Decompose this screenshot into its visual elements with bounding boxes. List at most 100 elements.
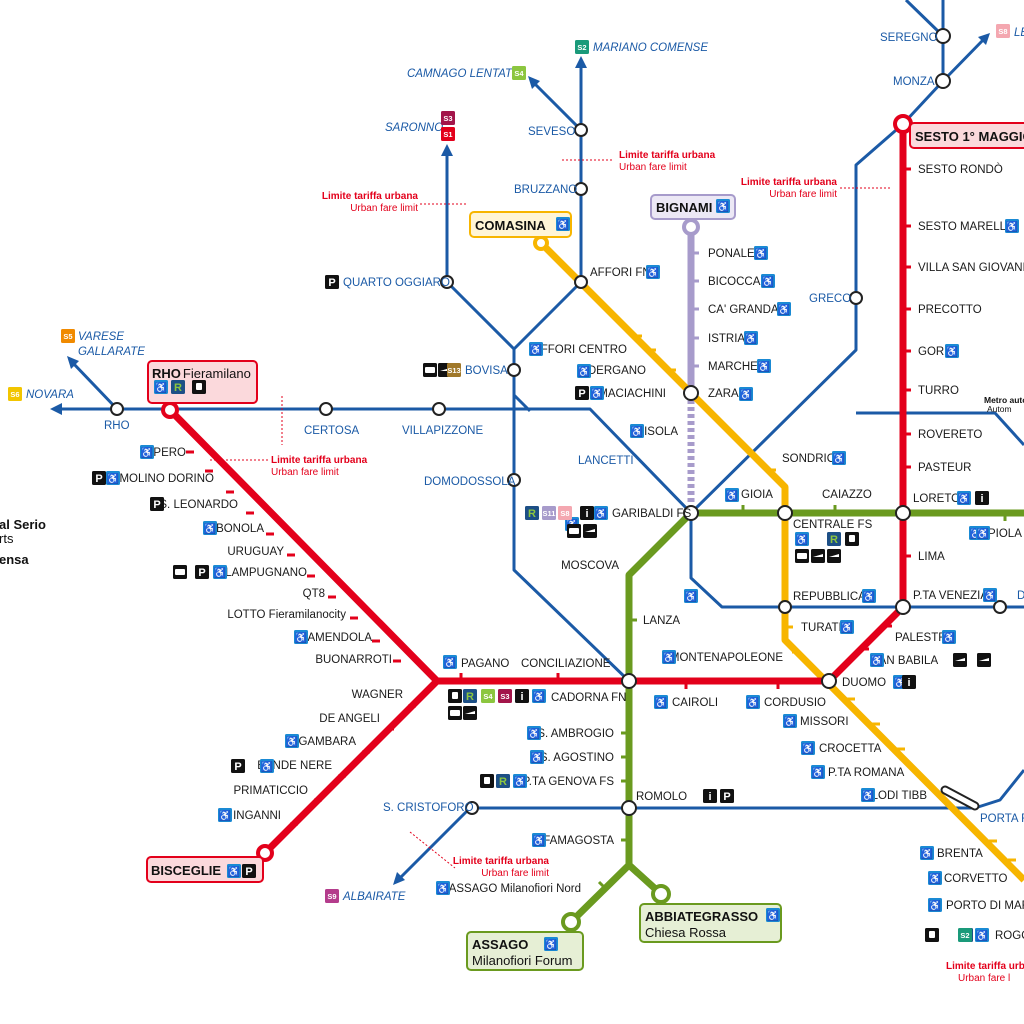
station-caiazzo[interactable]: CAIAZZO	[822, 489, 872, 501]
rail-station-villapizzone[interactable]: VILLAPIZZONE	[402, 425, 483, 437]
rail-station-bovisa[interactable]: BOVISA	[465, 365, 508, 377]
station-amendola[interactable]: AMENDOLA	[307, 632, 372, 644]
dest-gallarate[interactable]: GALLARATE	[78, 346, 145, 358]
station-corvetto[interactable]: CORVETTO	[944, 873, 1008, 885]
rail-station-bruzzano[interactable]: BRUZZANO	[514, 184, 577, 196]
station-cairoli[interactable]: CAIROLI	[672, 697, 718, 709]
station-duomo[interactable]: DUOMO	[842, 677, 886, 689]
station-sesto-marelli[interactable]: SESTO MARELLI	[918, 221, 1009, 233]
node-centrale[interactable]	[777, 505, 793, 521]
station-missori[interactable]: MISSORI	[800, 716, 849, 728]
station-ponale[interactable]: PONALE	[708, 248, 755, 260]
node-bruzzano[interactable]	[574, 182, 588, 196]
node-s-cristoforo[interactable]	[465, 801, 479, 815]
station-gioia[interactable]: GIOIA	[741, 489, 773, 501]
node-rho[interactable]	[110, 402, 124, 416]
node-quarto-oggiaro[interactable]	[440, 275, 454, 289]
dest-varese[interactable]: VARESE	[78, 331, 124, 343]
station-pasteur[interactable]: PASTEUR	[918, 462, 971, 474]
station-montenapoleone[interactable]: MONTENAPOLEONE	[670, 652, 783, 664]
station-lotto[interactable]: LOTTO Fieramilanocity	[227, 609, 346, 621]
node-cadorna[interactable]	[621, 673, 637, 689]
rail-station-porta-romana[interactable]: PORTA R	[980, 813, 1024, 825]
dest-le[interactable]: LE	[1014, 27, 1024, 39]
node-certosa[interactable]	[319, 402, 333, 416]
station-bonola[interactable]: BONOLA	[216, 523, 264, 535]
station-bande-nere[interactable]: BANDE NERE	[257, 760, 332, 772]
station-turro[interactable]: TURRO	[918, 385, 959, 397]
station-de-angeli[interactable]: DE ANGELI	[319, 713, 380, 725]
station-lodi[interactable]: LODI TIBB	[872, 790, 928, 802]
station-precotto[interactable]: PRECOTTO	[918, 304, 982, 316]
station-molino-dorino[interactable]: MOLINO DORINO	[119, 473, 214, 485]
terminal-sesto[interactable]	[893, 114, 913, 134]
terminal-assago[interactable]	[561, 912, 581, 932]
station-s-agostino[interactable]: S. AGOSTINO	[540, 752, 614, 764]
station-dergano[interactable]: DERGANO	[588, 365, 646, 377]
station-isola[interactable]: ISOLA	[644, 426, 678, 438]
rail-station-monza[interactable]: MONZA	[893, 76, 935, 88]
rail-station-venezia-edge[interactable]: D	[1017, 590, 1024, 602]
station-garibaldi[interactable]: GARIBALDI FS	[612, 508, 692, 520]
station-centrale[interactable]: CENTRALE FS	[793, 519, 873, 531]
station-pero[interactable]: PERO	[153, 447, 186, 459]
rail-station-quarto-oggiaro[interactable]: QUARTO OGGIARO	[343, 277, 450, 289]
station-romolo[interactable]: ROMOLO	[636, 791, 687, 803]
rail-station-certosa[interactable]: CERTOSA	[304, 425, 360, 437]
station-pagano[interactable]: PAGANO	[461, 658, 509, 670]
station-pta-venezia[interactable]: P.TA VENEZIA	[913, 590, 988, 602]
station-marche[interactable]: MARCHE	[708, 361, 758, 373]
node-bovisa[interactable]	[507, 363, 521, 377]
node-seveso[interactable]	[574, 123, 588, 137]
station-affori-fn[interactable]: AFFORI FN	[590, 267, 651, 279]
station-buonarroti[interactable]: BUONARROTI	[315, 654, 392, 666]
station-palestro[interactable]: PALESTRO	[895, 632, 956, 644]
node-monza[interactable]	[935, 73, 951, 89]
station-lima[interactable]: LIMA	[918, 551, 945, 563]
station-cordusio[interactable]: CORDUSIO	[764, 697, 826, 709]
station-brenta[interactable]: BRENTA	[937, 848, 983, 860]
node-villapizzone[interactable]	[432, 402, 446, 416]
comasina-box[interactable]	[469, 211, 572, 238]
station-cadorna[interactable]: CADORNA FN	[551, 692, 626, 704]
rail-station-seregno[interactable]: SEREGNO	[880, 32, 938, 44]
station-primaticcio[interactable]: PRIMATICCIO	[233, 785, 308, 797]
station-rovereto[interactable]: ROVERETO	[918, 429, 982, 441]
rail-station-lancetti[interactable]: LANCETTI	[578, 455, 634, 467]
dest-saronno[interactable]: SARONNO	[385, 122, 443, 134]
dest-novara[interactable]: NOVARA	[26, 389, 74, 401]
station-san-babila[interactable]: SAN BABILA	[871, 655, 938, 667]
rail-station-seveso[interactable]: SEVESO	[528, 126, 575, 138]
station-gambara[interactable]: GAMBARA	[298, 736, 356, 748]
station-assago-nord[interactable]: ASSAGO Milanofiori Nord	[449, 883, 581, 895]
node-loreto[interactable]	[895, 505, 911, 521]
node-zara[interactable]	[683, 385, 699, 401]
station-pta-genova[interactable]: P.TA GENOVA FS	[523, 776, 615, 788]
station-conciliazione[interactable]: CONCILIAZIONE	[521, 658, 611, 670]
station-qt8[interactable]: QT8	[303, 588, 325, 600]
terminal-bisceglie[interactable]	[256, 844, 274, 862]
station-s-leonardo[interactable]: S. LEONARDO	[159, 499, 238, 511]
station-famagosta[interactable]: FAMAGOSTA	[543, 835, 614, 847]
node-repubblica[interactable]	[778, 600, 792, 614]
station-uruguay[interactable]: URUGUAY	[227, 546, 284, 558]
dest-camnago[interactable]: CAMNAGO LENTATE	[407, 68, 520, 80]
terminal-abbiategrasso[interactable]	[651, 884, 671, 904]
station-bicocca[interactable]: BICOCCA	[708, 276, 761, 288]
node-affori[interactable]	[574, 275, 588, 289]
dest-albairate[interactable]: ALBAIRATE	[342, 891, 406, 903]
node-pta-venezia[interactable]	[895, 599, 911, 615]
station-maciachini[interactable]: MACIACHINI	[598, 388, 666, 400]
bignami-box[interactable]	[650, 194, 736, 220]
node-garibaldi[interactable]	[683, 505, 699, 521]
station-lanza[interactable]: LANZA	[643, 615, 680, 627]
station-istria[interactable]: ISTRIA	[708, 333, 745, 345]
station-turati[interactable]: TURATI	[801, 622, 842, 634]
node-seregno[interactable]	[935, 28, 951, 44]
station-repubblica[interactable]: REPUBBLICA	[793, 591, 866, 603]
station-zara[interactable]: ZARA	[708, 388, 739, 400]
station-pta-romana[interactable]: P.TA ROMANA	[828, 767, 905, 779]
station-affori-centro[interactable]: AFFORI CENTRO	[533, 344, 627, 356]
node-greco[interactable]	[849, 291, 863, 305]
